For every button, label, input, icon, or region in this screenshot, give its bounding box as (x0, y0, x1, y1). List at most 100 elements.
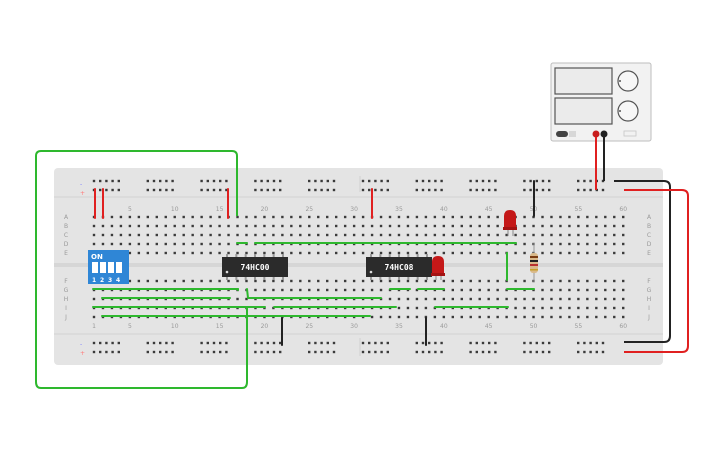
breadboard-hole[interactable] (613, 288, 616, 292)
breadboard-hole[interactable] (622, 315, 625, 319)
resistor-icon[interactable] (530, 243, 538, 282)
breadboard-hole[interactable] (514, 251, 517, 255)
breadboard-hole[interactable] (379, 288, 383, 292)
breadboard-hole[interactable] (281, 224, 284, 228)
breadboard-hole[interactable] (209, 233, 212, 237)
breadboard-hole[interactable] (541, 215, 544, 219)
breadboard-hole[interactable] (191, 224, 194, 228)
breadboard-hole[interactable] (137, 242, 141, 246)
breadboard-hole[interactable] (541, 288, 544, 292)
rail-red-bridge[interactable] (624, 189, 689, 353)
breadboard-hole[interactable] (361, 215, 365, 219)
breadboard-hole[interactable] (119, 242, 123, 246)
rail-hole[interactable] (380, 179, 383, 183)
breadboard-hole[interactable] (370, 315, 374, 319)
breadboard-hole[interactable] (478, 297, 481, 301)
rail-hole[interactable] (272, 179, 276, 183)
rail-hole[interactable] (469, 188, 472, 192)
breadboard-hole[interactable] (326, 251, 329, 255)
current-knob-icon[interactable] (617, 100, 639, 122)
breadboard-hole[interactable] (218, 279, 221, 283)
rail-hole[interactable] (266, 350, 269, 354)
breadboard-hole[interactable] (586, 306, 589, 310)
breadboard-hole[interactable] (290, 251, 293, 255)
breadboard-hole[interactable] (352, 233, 356, 237)
breadboard-hole[interactable] (155, 279, 158, 283)
breadboard-hole[interactable] (92, 233, 96, 237)
breadboard-hole[interactable] (361, 279, 365, 283)
rail-hole[interactable] (92, 179, 96, 183)
breadboard-hole[interactable] (308, 224, 311, 228)
breadboard-hole[interactable] (137, 233, 141, 237)
breadboard-hole[interactable] (227, 233, 230, 237)
rail-hole[interactable] (434, 350, 437, 354)
breadboard-hole[interactable] (550, 315, 553, 319)
rail-hole[interactable] (159, 341, 162, 345)
breadboard-hole[interactable] (317, 233, 320, 237)
rail-hole[interactable] (212, 341, 216, 345)
rail-hole[interactable] (314, 350, 317, 354)
breadboard-hole[interactable] (595, 251, 598, 255)
dip-toggle[interactable] (116, 262, 122, 273)
rail-hole[interactable] (320, 341, 323, 345)
breadboard-hole[interactable] (622, 242, 625, 246)
breadboard-hole[interactable] (424, 315, 428, 319)
rail-hole[interactable] (219, 188, 222, 192)
breadboard-hole[interactable] (326, 279, 329, 283)
breadboard-hole[interactable] (379, 315, 383, 319)
rail-hole[interactable] (314, 188, 317, 192)
rail-hole[interactable] (428, 179, 431, 183)
breadboard-hole[interactable] (613, 279, 616, 283)
rail-hole[interactable] (326, 350, 329, 354)
rail-hole[interactable] (117, 341, 120, 345)
rail-hole[interactable] (548, 179, 551, 183)
breadboard-hole[interactable] (451, 251, 454, 255)
breadboard-hole[interactable] (424, 233, 428, 237)
rail-hole[interactable] (117, 350, 120, 354)
rail-hole[interactable] (171, 341, 174, 345)
rail-hole[interactable] (260, 188, 263, 192)
breadboard-hole[interactable] (415, 233, 419, 237)
rail-hole[interactable] (415, 341, 418, 345)
rail-hole[interactable] (320, 188, 323, 192)
rail-hole[interactable] (332, 341, 336, 345)
breadboard-hole[interactable] (397, 233, 401, 237)
breadboard-hole[interactable] (397, 297, 401, 301)
breadboard-hole[interactable] (442, 315, 446, 319)
breadboard-hole[interactable] (254, 279, 257, 283)
breadboard-hole[interactable] (128, 242, 132, 246)
breadboard-hole[interactable] (406, 224, 410, 228)
breadboard-hole[interactable] (460, 215, 463, 219)
breadboard-hole[interactable] (290, 288, 293, 292)
breadboard-hole[interactable] (263, 251, 266, 255)
breadboard-hole[interactable] (388, 315, 392, 319)
breadboard-hole[interactable] (155, 233, 158, 237)
breadboard-hole[interactable] (317, 251, 320, 255)
rail-hole[interactable] (206, 179, 209, 183)
breadboard-hole[interactable] (370, 279, 374, 283)
breadboard-hole[interactable] (442, 297, 446, 301)
rail-hole[interactable] (266, 179, 269, 183)
rail-hole[interactable] (488, 341, 491, 345)
rail-hole[interactable] (314, 341, 317, 345)
breadboard-hole[interactable] (379, 251, 383, 255)
breadboard-hole[interactable] (272, 288, 275, 292)
breadboard-hole[interactable] (227, 279, 230, 283)
breadboard-hole[interactable] (460, 315, 463, 319)
breadboard-hole[interactable] (469, 315, 472, 319)
rail-hole[interactable] (152, 350, 156, 354)
breadboard-hole[interactable] (550, 242, 553, 246)
breadboard-hole[interactable] (200, 215, 203, 219)
rail-hole[interactable] (440, 188, 443, 192)
breadboard-hole[interactable] (451, 279, 454, 283)
rail-hole[interactable] (386, 350, 389, 354)
breadboard-hole[interactable] (424, 215, 428, 219)
breadboard-hole[interactable] (263, 215, 266, 219)
rail-hole[interactable] (165, 350, 168, 354)
breadboard-hole[interactable] (613, 224, 616, 228)
breadboard-hole[interactable] (523, 315, 526, 319)
breadboard-hole[interactable] (236, 215, 239, 219)
breadboard-hole[interactable] (200, 233, 203, 237)
rail-hole[interactable] (415, 179, 418, 183)
breadboard-hole[interactable] (415, 315, 419, 319)
